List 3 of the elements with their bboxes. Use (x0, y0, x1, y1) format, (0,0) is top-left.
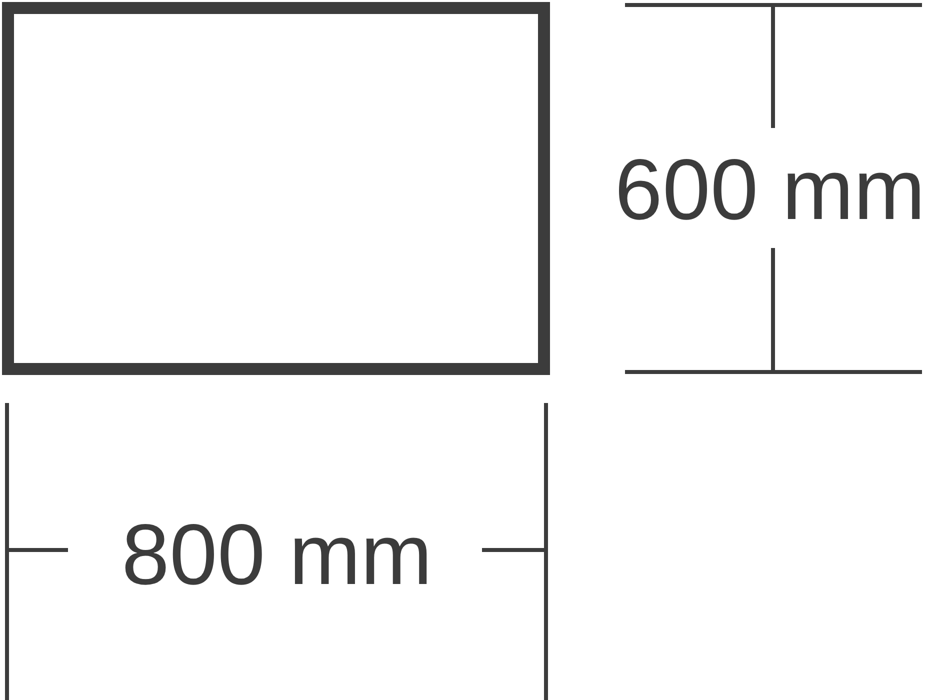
rectangle-outline (2, 2, 550, 375)
dimension-label: 800 mm (122, 512, 432, 598)
dimension-label: 600 mm (614, 147, 926, 233)
